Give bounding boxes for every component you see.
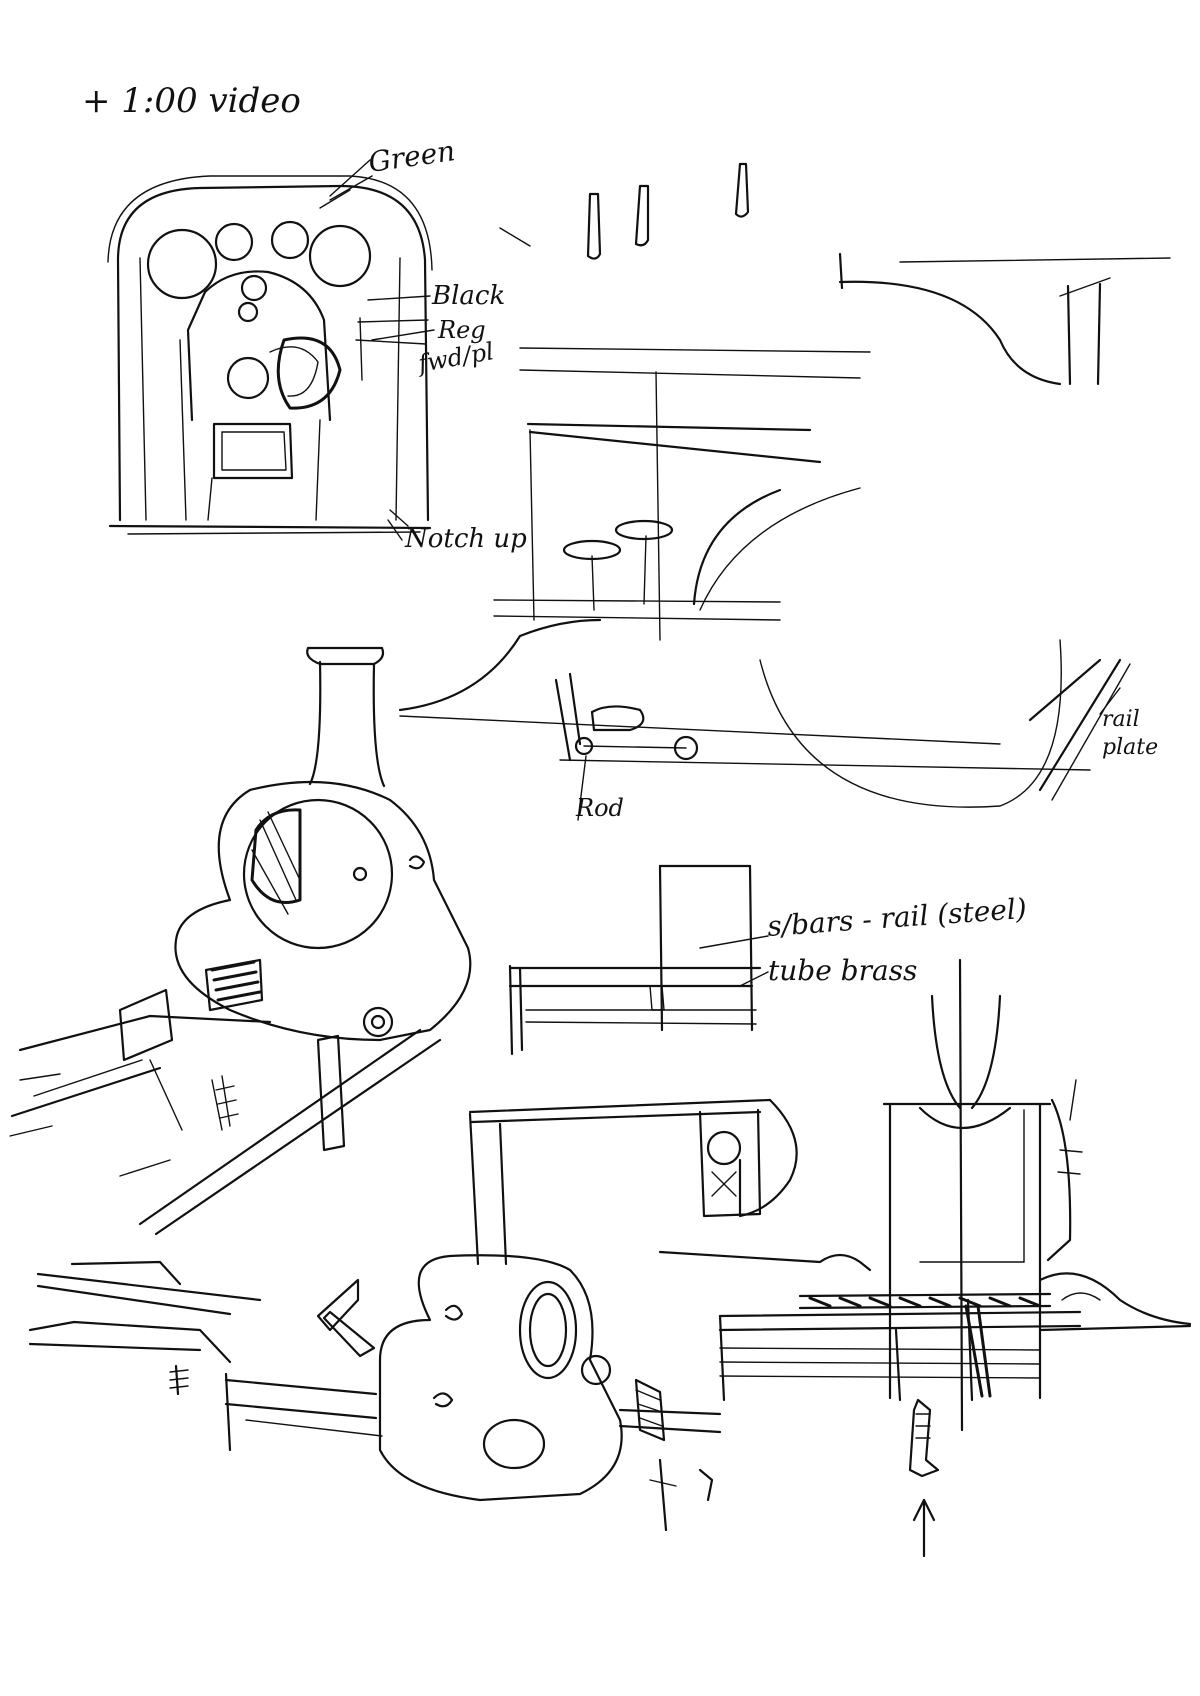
label-rail-steel: s/bars - rail (steel) xyxy=(766,892,1028,943)
label-leaders xyxy=(329,175,1121,715)
header-note: + 1:00 video xyxy=(82,81,301,121)
cab-backplate-sketch xyxy=(107,159,433,535)
side-label-rod: Rod xyxy=(575,794,624,822)
smokebox-perspective-sketch xyxy=(9,646,472,1236)
loco-side-elevation-sketch xyxy=(398,162,1171,821)
cab-label-green: Green xyxy=(366,134,457,179)
front-end-perspective-sketch xyxy=(28,1098,872,1532)
chimney-cylinder-section-sketch xyxy=(718,958,1192,1558)
side-label-plate: plate xyxy=(1102,735,1158,760)
cab-label-black: Black xyxy=(431,281,505,311)
rail-tube-section-sketch xyxy=(508,864,769,1056)
side-label-rail: rail xyxy=(1102,707,1140,732)
label-tube-brass: tube brass xyxy=(768,954,917,987)
cab-label-reg: Reg xyxy=(437,316,486,344)
